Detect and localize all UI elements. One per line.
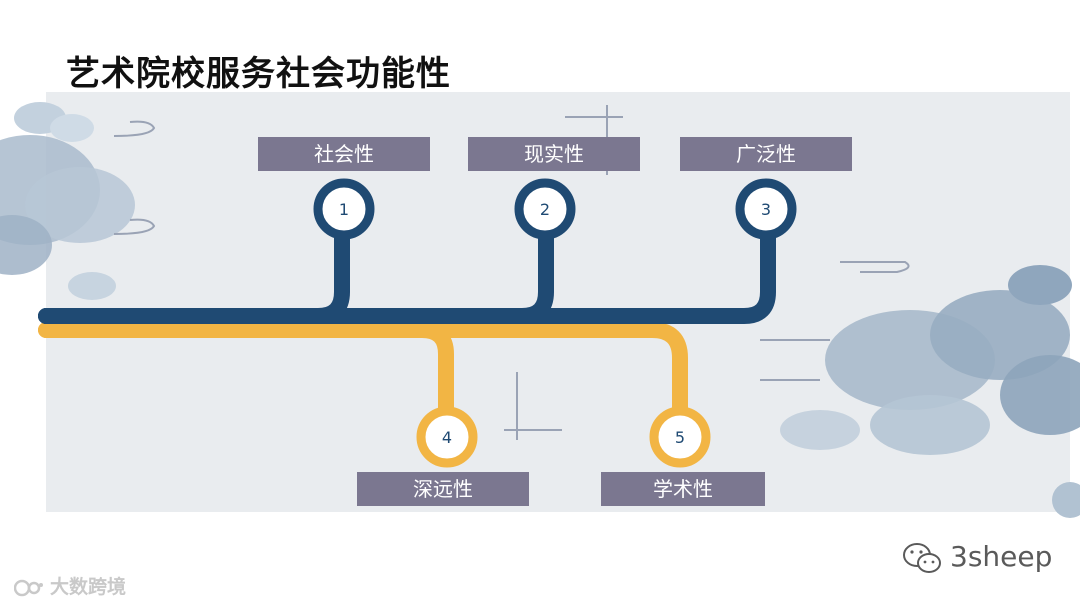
label-box-5: 学术性 [601, 472, 765, 506]
node-1: 1 [313, 178, 375, 240]
connector-3 [38, 228, 776, 324]
node-4: 4 [416, 406, 478, 468]
connector-5 [38, 322, 688, 418]
cloud-decoration-right [780, 265, 1080, 518]
node-number-4: 4 [442, 428, 452, 447]
label-box-4: 深远性 [357, 472, 529, 506]
watermark-right-text: 3sheep [950, 540, 1053, 573]
label-box-3: 广泛性 [680, 137, 852, 171]
node-number-1: 1 [339, 200, 349, 219]
connector-2 [38, 228, 554, 324]
label-box-2: 现实性 [468, 137, 640, 171]
label-box-1: 社会性 [258, 137, 430, 171]
node-3: 3 [735, 178, 797, 240]
connector-4 [38, 322, 454, 418]
node-number-5: 5 [675, 428, 685, 447]
watermark-left-text: 大数跨境 [50, 576, 127, 598]
watermark-right: 3sheep [902, 540, 1052, 575]
brand-logo-icon [14, 579, 43, 596]
wechat-icon [903, 543, 941, 573]
node-2: 2 [514, 178, 576, 240]
node-number-2: 2 [540, 200, 550, 219]
page-title: 艺术院校服务社会功能性 [66, 54, 451, 94]
watermark-left: 大数跨境 [14, 572, 126, 599]
node-number-3: 3 [761, 200, 771, 219]
cloud-decoration-left [0, 102, 135, 300]
node-5: 5 [649, 406, 711, 468]
